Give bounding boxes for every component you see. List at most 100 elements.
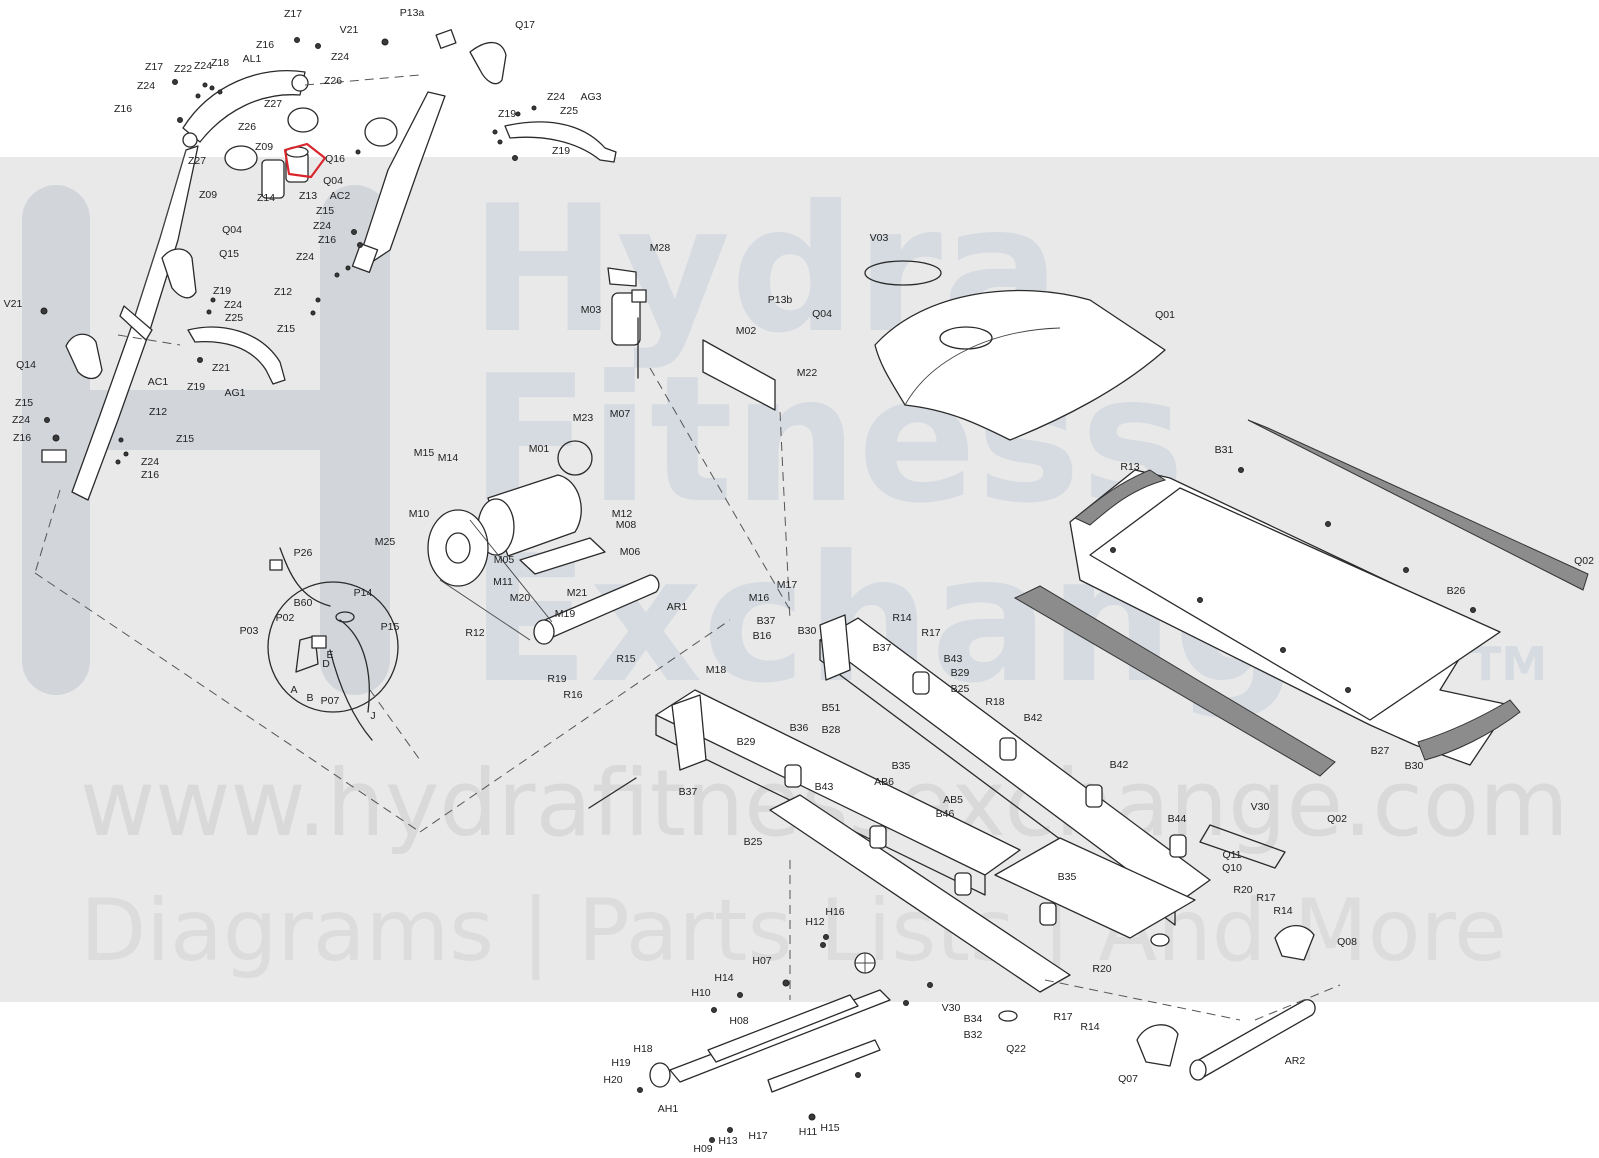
callout-z22: Z22 (174, 63, 192, 75)
callout-z27-a: Z27 (264, 98, 282, 110)
callout-z17-a: Z17 (284, 8, 302, 20)
wiring-harness-detail (267, 547, 421, 761)
callout-r15: R15 (616, 653, 635, 665)
callout-m02: M02 (736, 325, 757, 337)
callout-b31: B31 (1215, 444, 1234, 456)
callout-conn-j: J (370, 710, 375, 722)
left-grip-q14 (65, 333, 103, 380)
callout-ah1: AH1 (658, 1103, 679, 1115)
callout-r12: R12 (465, 627, 484, 639)
console-top-bar-al1 (182, 70, 306, 143)
callout-p03: P03 (240, 625, 259, 637)
callout-h17: H17 (748, 1130, 767, 1142)
callout-b46: B46 (936, 808, 955, 820)
callout-m03: M03 (581, 304, 602, 316)
callout-z24-d: Z24 (547, 91, 565, 103)
callout-m18: M18 (706, 664, 727, 676)
console-upright-assembly (40, 29, 617, 501)
callout-q01: Q01 (1155, 309, 1175, 321)
right-upright-ac2 (359, 91, 446, 263)
callout-m06: M06 (620, 546, 641, 558)
callout-z24-i: Z24 (141, 456, 159, 468)
callout-q15: Q15 (219, 248, 239, 260)
callout-b25-b: B25 (744, 836, 763, 848)
motor-control-board (702, 339, 776, 411)
callout-ag3: AG3 (580, 91, 601, 103)
callout-z16-a: Z16 (256, 39, 274, 51)
callout-v30-b: V30 (942, 1002, 961, 1014)
callout-p13a: P13a (400, 7, 425, 19)
callout-z12-b: Z12 (149, 406, 167, 418)
right-handlebar-ag3 (504, 121, 617, 163)
callout-ag1: AG1 (224, 387, 245, 399)
callout-r17-b: R17 (1256, 892, 1275, 904)
callout-z15-c: Z15 (15, 397, 33, 409)
callout-m12: M12 (612, 508, 633, 520)
callout-q22: Q22 (1006, 1043, 1026, 1055)
callout-r13: R13 (1120, 461, 1139, 473)
front-roller-ar1 (539, 574, 660, 641)
callout-h16: H16 (825, 906, 844, 918)
callout-ac2: AC2 (330, 190, 351, 202)
callout-conn-a: A (290, 684, 297, 696)
callout-q02-b: Q02 (1327, 813, 1347, 825)
callout-q14: Q14 (16, 359, 36, 371)
callout-h10: H10 (691, 987, 710, 999)
main-frame (655, 614, 1341, 1081)
callout-m17: M17 (777, 579, 798, 591)
callout-h18: H18 (633, 1043, 652, 1055)
frame-bracket-b37 (671, 694, 707, 771)
side-rail-q02-right (1247, 419, 1589, 591)
callout-p07: P07 (321, 695, 340, 707)
callout-b27: B27 (1371, 745, 1390, 757)
callout-b34: B34 (964, 1013, 983, 1025)
callout-z17-b: Z17 (145, 61, 163, 73)
callout-q04-c: Q04 (812, 308, 832, 320)
callout-z24-g: Z24 (224, 299, 242, 311)
callout-z13: Z13 (299, 190, 317, 202)
callout-r20-a: R20 (1233, 884, 1252, 896)
callout-b32: B32 (964, 1029, 983, 1041)
callout-h15: H15 (820, 1122, 839, 1134)
callout-z16-e: Z16 (141, 469, 159, 481)
fan-m23 (557, 440, 593, 476)
callout-r16: R16 (563, 689, 582, 701)
callout-v30-a: V30 (1251, 801, 1270, 813)
callout-conn-e: E (326, 649, 333, 661)
callout-m19: M19 (555, 608, 576, 620)
watermark-trademark: TM (1470, 637, 1547, 691)
callout-h13: H13 (718, 1135, 737, 1147)
callout-ab6: AB6 (874, 776, 894, 788)
callout-b37-c: B37 (679, 786, 698, 798)
callout-b30-b: B30 (1405, 760, 1424, 772)
callout-h14: H14 (714, 972, 733, 984)
callout-z25-a: Z25 (560, 105, 578, 117)
callout-b43-b: B43 (815, 781, 834, 793)
rear-endcap-q08 (1274, 924, 1315, 961)
callout-b28: B28 (822, 724, 841, 736)
callout-r20-b: R20 (1092, 963, 1111, 975)
callout-z16-c: Z16 (318, 234, 336, 246)
callout-z21: Z21 (212, 362, 230, 374)
callout-z24-e: Z24 (313, 220, 331, 232)
callout-labels: Z17Z16Z24AL1Z18Z24Z22Z17Z24Z16Z26Z27Z26Z… (4, 7, 1594, 1155)
callout-b16: B16 (753, 630, 772, 642)
callout-z15-a: Z15 (316, 205, 334, 217)
highlight-marker (283, 142, 327, 179)
callout-b26: B26 (1447, 585, 1466, 597)
callout-z24-f: Z24 (296, 251, 314, 263)
callout-h07: H07 (752, 955, 771, 967)
callout-z15-b: Z15 (277, 323, 295, 335)
left-handlebar-ag1 (187, 326, 286, 385)
callout-b29-b: B29 (737, 736, 756, 748)
callout-b37-a: B37 (757, 615, 776, 627)
callout-b43-a: B43 (944, 653, 963, 665)
callout-r17-a: R17 (921, 627, 940, 639)
callout-m11: M11 (493, 576, 513, 588)
callout-h19: H19 (611, 1057, 630, 1069)
callout-m16: M16 (749, 592, 770, 604)
callout-ac1: AC1 (148, 376, 169, 388)
callout-z24-a: Z24 (331, 51, 349, 63)
callout-q16: Q16 (325, 153, 345, 165)
callout-z19-b: Z19 (552, 145, 570, 157)
